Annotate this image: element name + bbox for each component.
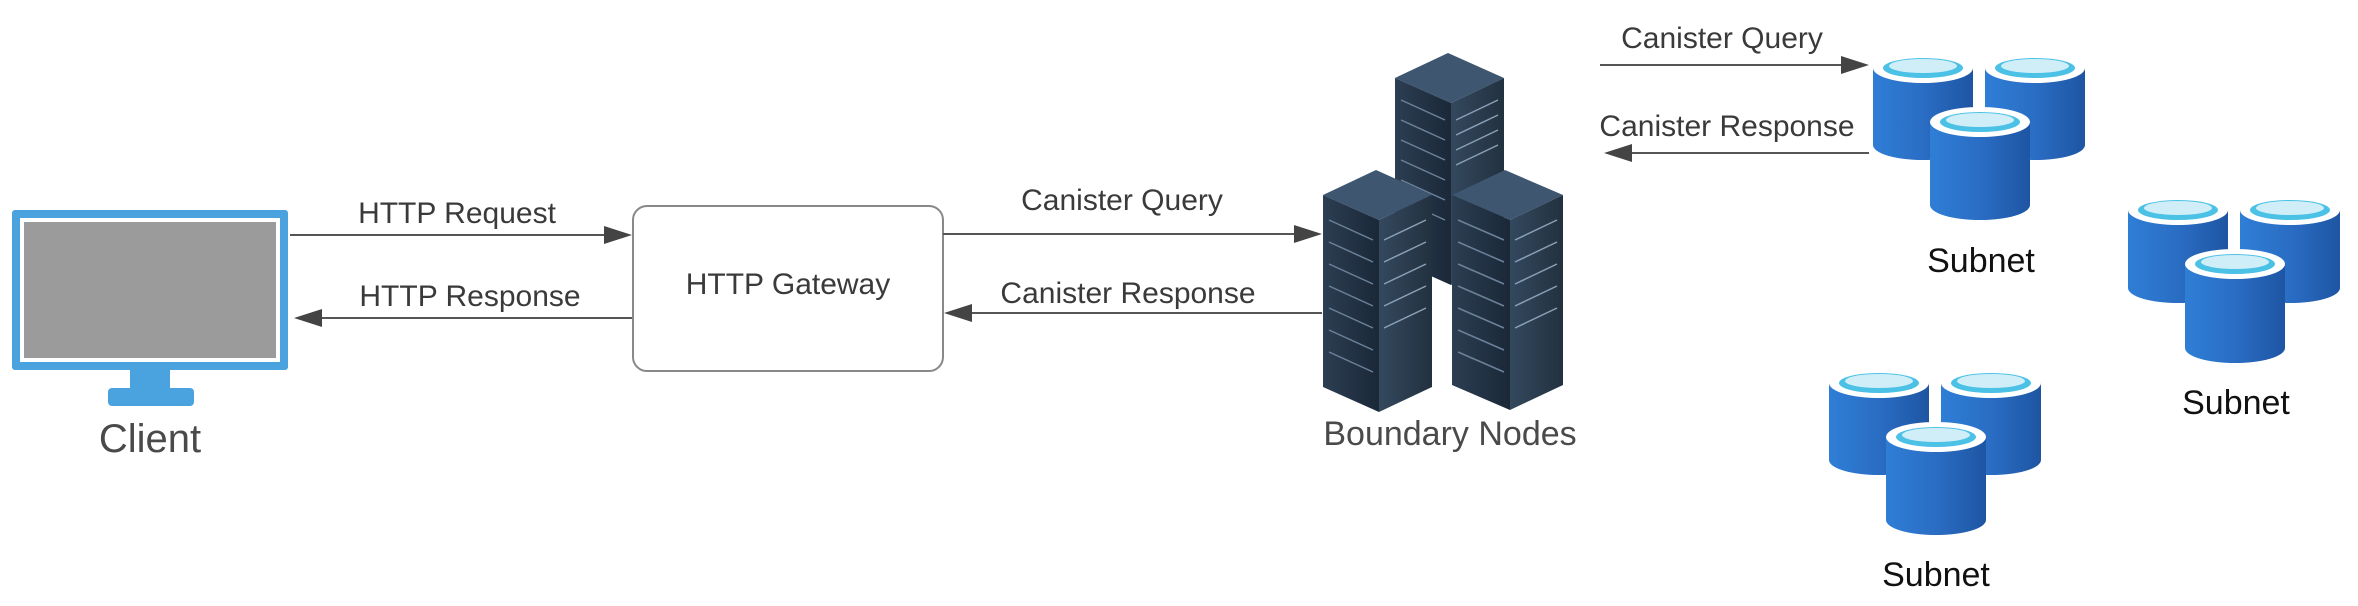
canister-response-label-1: Canister Response: [1000, 277, 1255, 310]
http-gateway-node: HTTP Gateway: [632, 205, 944, 372]
http-response-arrow: HTTP Response: [294, 280, 632, 327]
client-node: Client: [12, 210, 288, 461]
canister-query-arrow-1: Canister Query: [943, 184, 1322, 243]
server-rack-cluster-icon: [1323, 53, 1563, 412]
gateway-label: HTTP Gateway: [686, 268, 891, 301]
db-cylinder: [1886, 422, 1986, 535]
subnet-node: Subnet: [2128, 195, 2340, 422]
canister-query-arrow-2: Canister Query: [1600, 22, 1869, 74]
server-rack-right: [1452, 170, 1563, 410]
canister-query-label-1: Canister Query: [1021, 184, 1223, 217]
client-label: Client: [99, 417, 201, 461]
db-cylinder: [1930, 107, 2030, 220]
canister-response-label-2: Canister Response: [1599, 110, 1854, 143]
db-cylinder: [2185, 249, 2285, 363]
subnet-label: Subnet: [2182, 384, 2290, 422]
subnet-node: Subnet: [1873, 53, 2085, 280]
canister-response-arrow-1: Canister Response: [944, 277, 1322, 322]
server-rack-left: [1323, 170, 1432, 412]
boundary-nodes-node: Boundary Nodes: [1323, 53, 1577, 453]
subnet-node: Subnet: [1829, 368, 2041, 594]
http-request-label: HTTP Request: [358, 197, 557, 230]
gateway-box: [632, 205, 944, 372]
canister-response-arrow-2: Canister Response: [1599, 110, 1869, 162]
database-cluster-icon: [2128, 195, 2340, 363]
subnet-label: Subnet: [1882, 556, 1990, 594]
http-response-label: HTTP Response: [359, 280, 580, 313]
canister-query-label-2: Canister Query: [1621, 22, 1823, 55]
database-cluster-icon: [1873, 53, 2085, 220]
boundary-nodes-label: Boundary Nodes: [1323, 415, 1576, 453]
desktop-monitor-icon: [12, 210, 288, 406]
database-cluster-icon: [1829, 368, 2041, 535]
subnet-label: Subnet: [1927, 242, 2035, 280]
http-request-arrow: HTTP Request: [290, 197, 632, 244]
